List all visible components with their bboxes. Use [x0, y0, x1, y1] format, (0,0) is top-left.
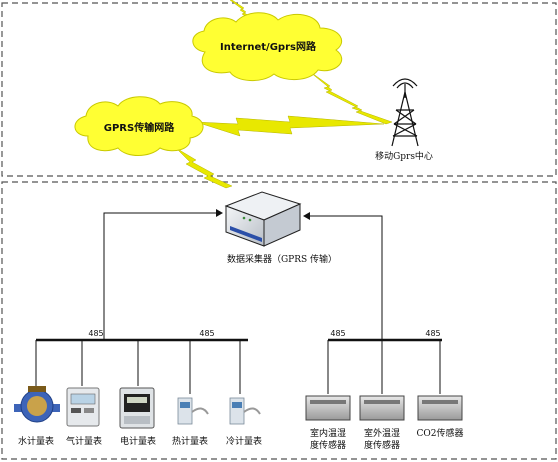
sensor-label-outdoor-2: 度传感器: [364, 439, 400, 451]
internet-cloud-label: Internet/Gprs网路: [220, 40, 317, 53]
meter-label-heat: 热计量表: [172, 435, 208, 447]
meter-label-cold: 冷计量表: [226, 435, 262, 447]
lightning-gprs-tower-icon: [195, 115, 385, 137]
cold-meter-icon: [229, 397, 261, 425]
upper-network-region: [1, 2, 557, 177]
connection-lines: [35, 209, 442, 394]
meter-label-gas: 气计量表: [66, 435, 102, 447]
gas-meter-icon: [66, 387, 100, 427]
water-meter-icon: [14, 386, 60, 423]
heat-meter-icon: [177, 397, 209, 425]
lightning-router-icon: [175, 147, 233, 189]
tower-label: 移动Gprs中心: [375, 150, 433, 162]
co2-sensor-icon: [417, 395, 463, 421]
meter-label-water: 水计量表: [18, 435, 54, 447]
meter-label-electric: 电计量表: [120, 435, 156, 447]
bus-label-meters-left: 485: [88, 329, 103, 338]
indoor-sensor-icon: [305, 395, 351, 421]
gprs-cloud: GPRS传输网路: [74, 96, 204, 156]
tower-icon: [391, 78, 419, 147]
lightning-links: [175, 0, 393, 189]
sensor-label-outdoor-1: 室外温湿: [364, 427, 400, 439]
electric-meter-icon: [119, 387, 155, 429]
sensor-label-co2: CO2传感器: [417, 427, 464, 439]
internet-cloud: Internet/Gprs网路: [192, 12, 343, 81]
bus-label-meters-right: 485: [199, 329, 214, 338]
lower-device-region: [1, 181, 557, 460]
sensor-label-indoor-1: 室内温湿: [310, 427, 346, 439]
outdoor-sensor-icon: [359, 395, 405, 421]
gprs-cloud-label: GPRS传输网路: [104, 121, 175, 134]
bus-label-sensors-right: 485: [425, 329, 440, 338]
router-label: 数据采集器（GPRS 传输）: [227, 253, 337, 265]
lightning-internet-tower-icon: [304, 67, 393, 125]
router-icon: [224, 191, 302, 247]
sensor-label-indoor-2: 度传感器: [310, 439, 346, 451]
bus-label-sensors-left: 485: [330, 329, 345, 338]
